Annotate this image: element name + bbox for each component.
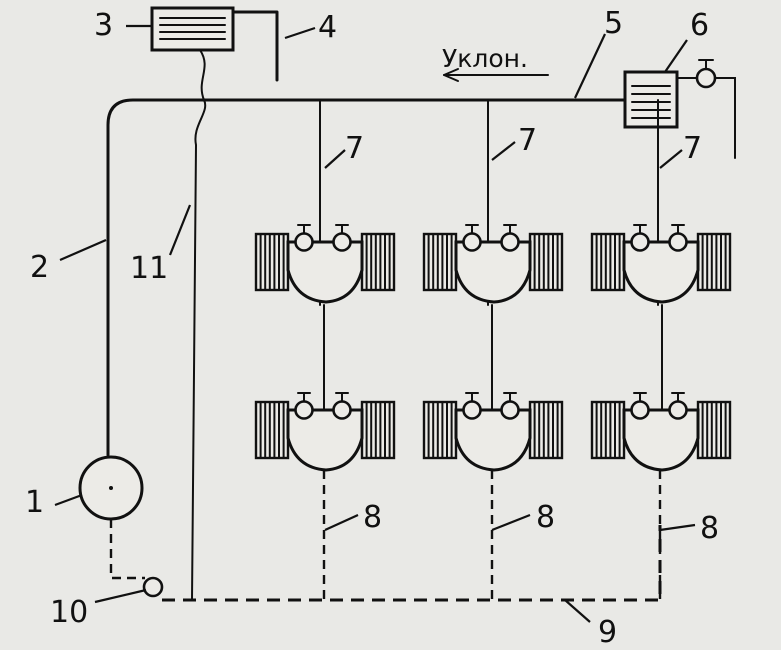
riser-group [254, 99, 732, 600]
expansion-tank [150, 6, 235, 52]
riser-b-radiator-upper-body [454, 240, 532, 304]
label-return-riser-a: 8 [363, 500, 382, 535]
label-supply-main: 5 [604, 6, 623, 41]
riser-c-radiator-upper-valve-1 [630, 232, 650, 252]
slope-label: Уклон. [442, 44, 528, 73]
riser-c-radiator-lower-valve-1 [630, 400, 650, 420]
return-main [162, 525, 662, 602]
riser-b-radiator-lower-valve-2 [500, 400, 520, 420]
riser-b-radiator-lower-valve-1 [462, 400, 482, 420]
riser-a-radiator-lower-valve-1 [294, 400, 314, 420]
label-return-riser-b: 8 [536, 500, 555, 535]
label-expansion-tank: 3 [94, 8, 113, 43]
riser-b-radiator-upper-valve-1 [462, 232, 482, 252]
slope-indicator: Уклон. [442, 44, 549, 82]
label-main-riser: 2 [30, 250, 49, 285]
riser-c-radiator-lower-body [622, 408, 700, 472]
overflow-pipe [231, 10, 279, 82]
label-boiler: 1 [25, 485, 44, 520]
label-supply-riser-b: 7 [518, 123, 537, 158]
label-pump: 10 [50, 595, 88, 630]
riser-c-radiator-lower-valve-2 [668, 400, 688, 420]
label-overflow-pipe: 4 [318, 10, 337, 45]
label-supply-riser-c: 7 [683, 131, 702, 166]
signal-pipe [191, 49, 207, 601]
boiler-return [109, 519, 145, 580]
riser-a-radiator-upper-body [286, 240, 364, 304]
air-collector [623, 59, 736, 159]
label-supply-riser-a: 7 [345, 131, 364, 166]
riser-c-radiator-upper-body [622, 240, 700, 304]
riser-a-radiator-lower-body [286, 408, 364, 472]
label-return-riser-c: 8 [700, 511, 719, 546]
riser-a-radiator-upper-valve-2 [332, 232, 352, 252]
riser-a-radiator-upper-valve-1 [294, 232, 314, 252]
riser-b-radiator-upper-valve-2 [500, 232, 520, 252]
pump [142, 576, 164, 598]
label-signal-pipe: 11 [130, 251, 168, 286]
supply-main [106, 98, 627, 457]
boiler [78, 455, 144, 521]
riser-a-radiator-lower-valve-2 [332, 400, 352, 420]
leader-lines [54, 24, 688, 623]
label-return-main: 9 [598, 615, 617, 650]
label-air-collector: 6 [690, 8, 709, 43]
riser-c-radiator-upper-valve-2 [668, 232, 688, 252]
riser-b-radiator-lower-body [454, 408, 532, 472]
